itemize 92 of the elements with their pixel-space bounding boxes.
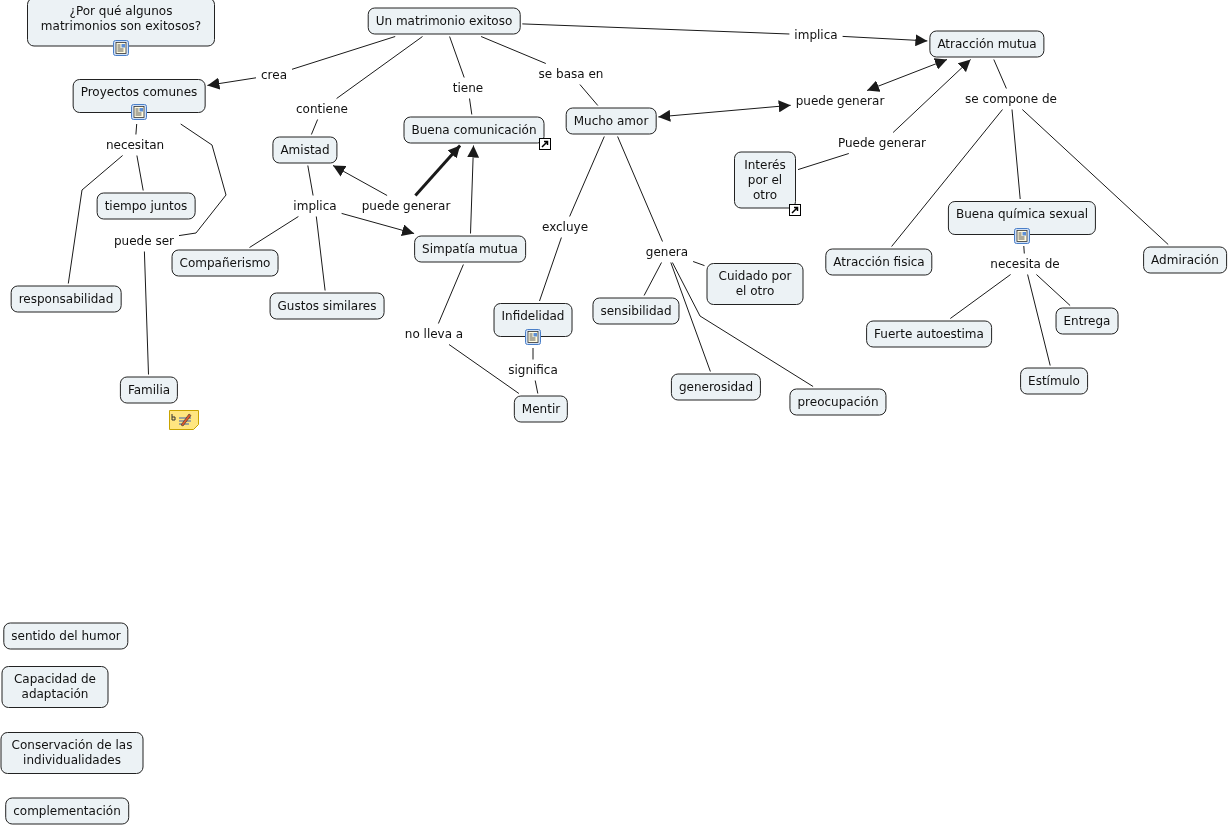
concept-box: Buena química sexual <box>947 201 1097 235</box>
linking-phrase: puede generar <box>358 197 454 215</box>
concept-box: sentido del humor <box>3 622 129 650</box>
connector-line <box>480 36 547 64</box>
connector-line <box>617 136 663 242</box>
connector-line <box>67 155 124 284</box>
linking-phrase: tiene <box>449 79 487 97</box>
linking-phrase: implica <box>791 26 841 44</box>
concept-box: Atracción mutua <box>929 30 1045 58</box>
connector-line <box>534 380 539 394</box>
connector-line <box>135 123 138 135</box>
concept-box: Estímulo <box>1020 367 1088 395</box>
linking-phrase: contiene <box>293 100 351 118</box>
concept-box: Conservación de las individualidades <box>0 732 144 774</box>
connector-line <box>993 59 1007 89</box>
connector-line <box>336 36 423 99</box>
connector-line <box>1021 109 1169 245</box>
linking-phrase: se compone de <box>962 90 1060 108</box>
linking-phrase: se basa en <box>535 65 607 83</box>
concept-box: Proyectos comunes <box>72 79 206 113</box>
concept-box: Mucho amor <box>565 107 657 135</box>
connector-line <box>315 216 326 291</box>
concept-box: Un matrimonio exitoso <box>367 7 521 35</box>
arrow <box>332 165 388 196</box>
arrow <box>866 58 948 92</box>
linking-phrase: puede generar <box>792 92 888 110</box>
connector-line <box>469 98 473 115</box>
connector-line <box>521 23 790 35</box>
concept-box: Infidelidad <box>493 303 573 337</box>
linking-phrase: necesitan <box>102 136 168 154</box>
concept-box: Mentir <box>513 395 569 423</box>
arrow <box>657 100 792 122</box>
arrow <box>842 34 928 47</box>
connector-line <box>670 262 711 372</box>
connector-line <box>949 274 1012 319</box>
concept-box: Compañerismo <box>171 249 279 277</box>
linking-phrase: crea <box>258 66 290 84</box>
connector-line <box>1027 274 1051 366</box>
arrow <box>206 77 257 90</box>
connector-line <box>891 109 1003 247</box>
linking-phrase: puede ser <box>111 232 177 250</box>
connector-line <box>1011 109 1021 200</box>
concept-box: Atracción fisica <box>825 248 933 276</box>
concept-box: Simpatía mutua <box>414 235 526 263</box>
concept-box: Entrega <box>1055 307 1119 335</box>
connector-line <box>249 216 299 248</box>
concept-box: preocupación <box>789 388 887 416</box>
concept-box: ¿Por qué algunos matrimonios son exitosos? <box>27 0 215 47</box>
concept-box: Cuidado por el otro <box>706 263 804 305</box>
concept-box: complementación <box>5 797 129 825</box>
concept-box: Admiración <box>1143 246 1227 274</box>
arrow <box>341 212 415 237</box>
concept-box: Familia <box>119 376 179 404</box>
connector-line <box>178 123 227 237</box>
linking-phrase: excluye <box>538 218 592 236</box>
connector-line <box>532 347 534 360</box>
arrow <box>892 59 972 133</box>
concept-box: Fuerte autoestima <box>866 320 992 348</box>
concept-box: Gustos similares <box>269 292 385 320</box>
connector-line <box>569 136 605 217</box>
connector-line <box>539 237 562 302</box>
connector-line <box>579 84 599 106</box>
connector-line <box>449 36 465 78</box>
concept-box: Capacidad de adaptación <box>1 666 109 708</box>
linking-phrase: necesita de <box>987 255 1063 273</box>
connector-line <box>143 251 149 375</box>
connector-line <box>307 165 314 196</box>
connector-line <box>448 344 520 394</box>
connector-line <box>692 261 705 267</box>
concept-box: tiempo juntos <box>96 192 196 220</box>
concept-box: Amistad <box>272 136 338 164</box>
connector-line <box>291 36 396 70</box>
concept-box: Buena comunicación <box>403 116 545 144</box>
concept-box: sensibilidad <box>592 297 680 325</box>
connector-line <box>1035 274 1071 306</box>
connector-line <box>643 262 662 296</box>
connector-line <box>136 155 144 191</box>
concept-box: Interés por el otro <box>734 151 796 209</box>
arrow <box>414 144 462 197</box>
linking-phrase: no lleva a <box>401 325 467 343</box>
linking-phrase: implica <box>290 197 340 215</box>
linking-phrase: genera <box>642 243 692 261</box>
linking-phrase: significa <box>505 361 561 379</box>
linking-phrase: Puede generar <box>835 134 929 152</box>
concept-box: generosidad <box>670 373 762 401</box>
connector-line <box>797 153 850 171</box>
concept-box: responsabilidad <box>10 285 122 313</box>
connector-line <box>1023 245 1025 254</box>
connector-line <box>310 119 319 135</box>
connector-line <box>437 264 464 324</box>
connector-line <box>671 262 814 387</box>
arrow <box>467 145 480 234</box>
